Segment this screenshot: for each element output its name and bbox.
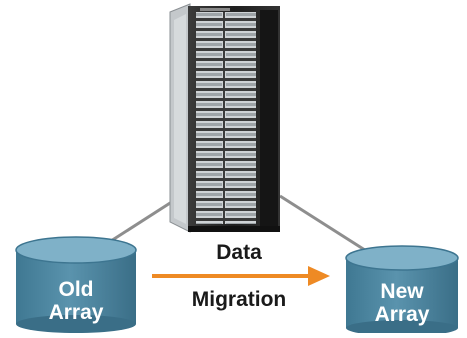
old-array-cylinder — [15, 236, 137, 333]
arrow-label-data: Data — [216, 241, 262, 264]
new-array-label-line2: Array — [374, 303, 430, 326]
old-array-label: Old Array — [31, 278, 121, 324]
new-array-label-line1: New — [380, 280, 424, 303]
old-array-label-line2: Array — [48, 301, 104, 324]
connector-line-right — [279, 194, 369, 254]
old-array-label-line1: Old — [58, 278, 94, 301]
migration-arrow — [152, 266, 330, 286]
server-rack-image — [169, 3, 280, 233]
new-array-label: New Array — [357, 280, 447, 326]
arrow-label-migration: Migration — [191, 288, 287, 311]
new-array-cylinder — [345, 245, 459, 336]
